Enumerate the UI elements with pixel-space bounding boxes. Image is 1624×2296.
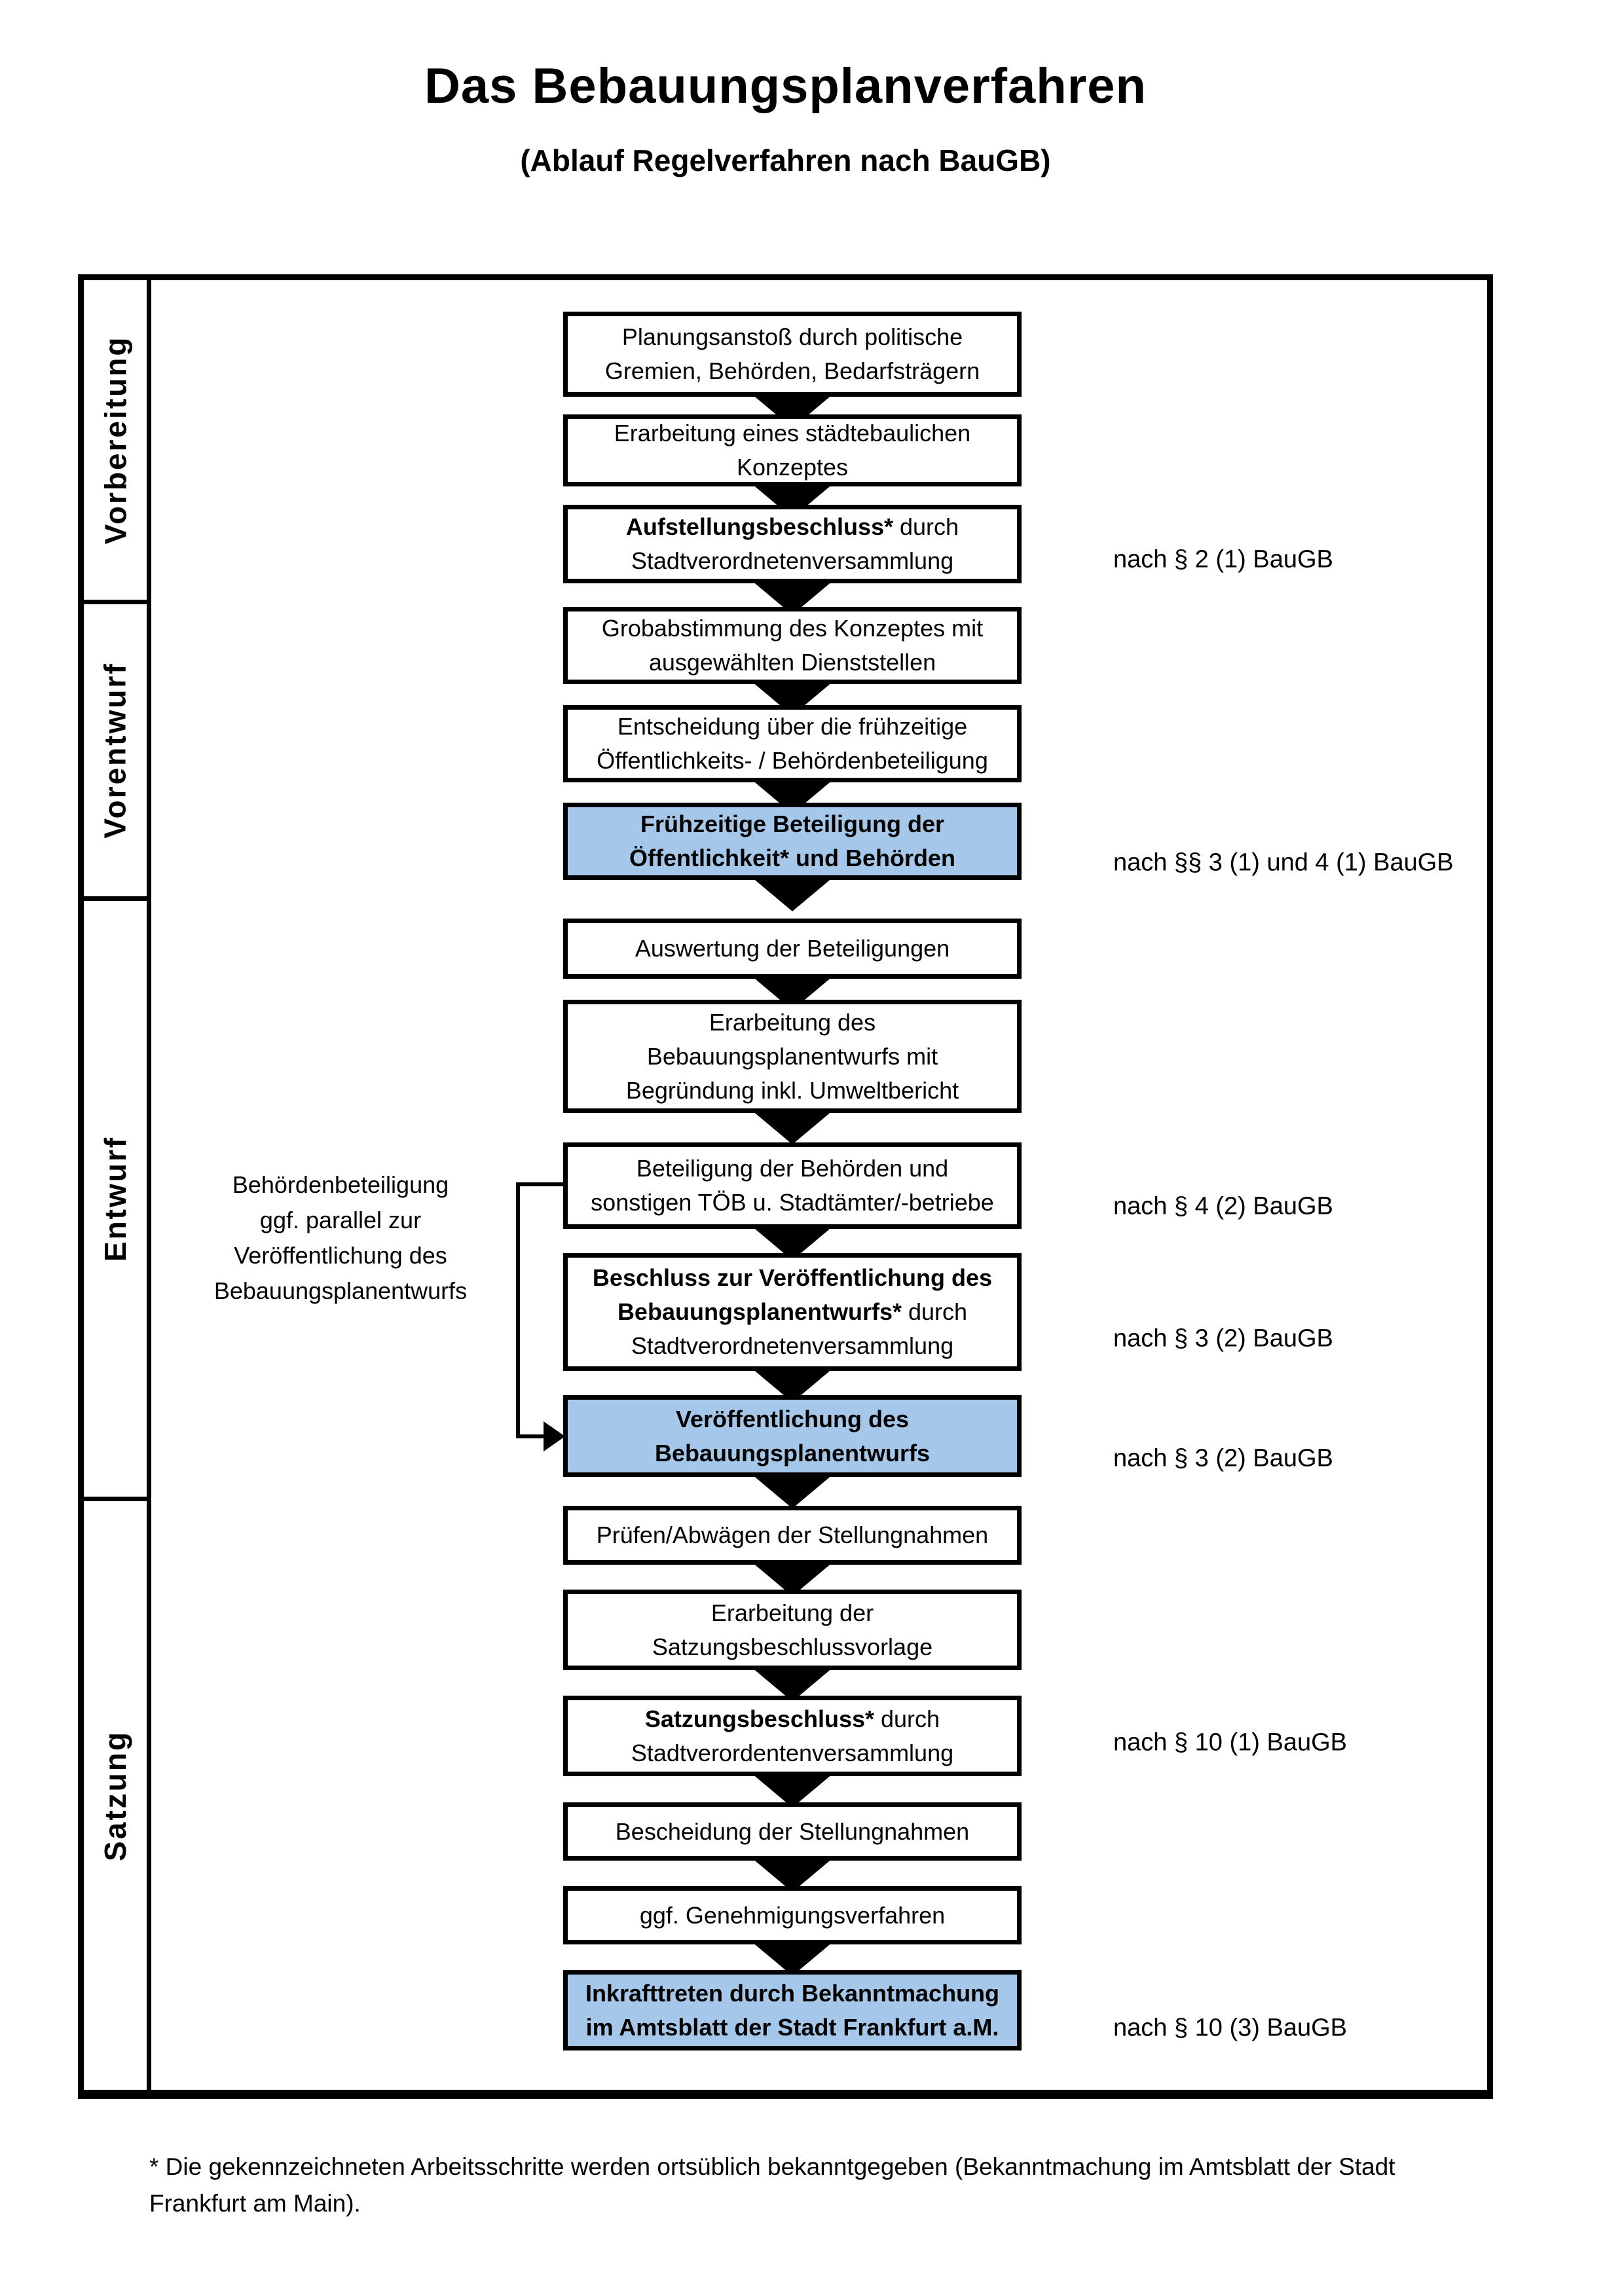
process-box-line: Öffentlichkeits- / Behördenbeteiligung: [597, 747, 988, 774]
process-box-line: Aufstellungsbeschluss* durch: [625, 513, 959, 540]
legal-reference-1: nach § 2 (1) BauGB: [1113, 545, 1333, 574]
page-subtitle: (Ablauf Regelverfahren nach BauGB): [520, 143, 1051, 177]
process-box-7: Auswertung der Beteiligungen: [563, 919, 1022, 979]
footnote: * Die gekennzeichneten Arbeitsschritte w…: [149, 2149, 1498, 2222]
process-box-15: Bescheidung der Stellungnahmen: [563, 1802, 1022, 1861]
process-box-line: Entscheidung über die frühzeitige: [617, 713, 968, 740]
process-box-line: Satzungsbeschluss* durch: [644, 1705, 940, 1732]
connector-arrowhead-icon: [544, 1421, 565, 1451]
process-box-9: Beteiligung der Behörden und sonstigen TÖ…: [563, 1142, 1022, 1229]
process-box-line: Satzungsbeschlussvorlage: [652, 1633, 933, 1660]
process-box-line: ausgewählten Dienststellen: [648, 649, 936, 676]
process-box-line: Auswertung der Beteiligungen: [635, 935, 950, 962]
process-box-12: Prüfen/Abwägen der Stellungnahmen: [563, 1506, 1022, 1565]
phase-label: Vorbereitung: [98, 335, 133, 545]
process-box-line: Erarbeitung eines städtebaulichen: [614, 420, 971, 446]
process-box-line: Bescheidung der Stellungnahmen: [615, 1817, 970, 1845]
phase-label-cell-vorbereitung: Vorbereitung: [84, 280, 147, 604]
footnote-line1: * Die gekennzeichneten Arbeitsschritte w…: [149, 2153, 1395, 2180]
process-box-line: Bebauungsplanentwurfs: [654, 1439, 931, 1467]
process-box-line: sonstigen TÖB u. Stadtämter/-betriebe: [591, 1189, 994, 1216]
connector-horizontal-bottom: [516, 1434, 545, 1438]
legal-reference-6: nach § 10 (1) BauGB: [1113, 1728, 1347, 1757]
footnote-line2: Frankfurt am Main).: [149, 2190, 361, 2217]
legal-reference-3: nach § 4 (2) BauGB: [1113, 1192, 1333, 1220]
process-box-line: Konzeptes: [736, 454, 849, 481]
side-note-line: Veröffentlichung des: [234, 1242, 447, 1269]
process-box-line: ggf. Genehmigungsverfahren: [639, 1901, 946, 1929]
legal-reference-2: nach §§ 3 (1) und 4 (1) BauGB: [1113, 848, 1454, 877]
legal-reference-5: nach § 3 (2) BauGB: [1113, 1444, 1333, 1472]
process-box-line: Begründung inkl. Umweltbericht: [625, 1076, 959, 1104]
phase-label-cell-entwurf: Entwurf: [84, 901, 147, 1501]
legal-reference-4: nach § 3 (2) BauGB: [1113, 1324, 1333, 1353]
process-box-line: Veröffentlichung des: [675, 1405, 910, 1432]
flow-arrow-down-icon: [752, 1474, 833, 1508]
process-box-line: Inkrafttreten durch Bekanntmachung: [585, 1979, 1000, 2007]
flow-arrow-down-icon: [752, 877, 833, 911]
process-box-line: Erarbeitung der: [710, 1599, 874, 1626]
phase-label: Satzung: [98, 1730, 133, 1861]
connector-horizontal-top: [516, 1182, 563, 1186]
legal-reference-7: nach § 10 (3) BauGB: [1113, 2014, 1347, 2042]
process-box-line: Stadtverordentenversammlung: [631, 1739, 954, 1766]
process-box-line: Beteiligung der Behörden und: [636, 1155, 949, 1182]
flow-arrow-down-icon: [752, 1110, 833, 1144]
process-box-16: ggf. Genehmigungsverfahren: [563, 1886, 1022, 1944]
phase-label: Entwurf: [98, 1135, 133, 1262]
side-note-line: Bebauungsplanentwurfs: [213, 1277, 468, 1304]
phase-label-cell-satzung: Satzung: [84, 1501, 147, 2090]
phase-label: Vorentwurf: [98, 662, 132, 839]
process-box-line: Erarbeitung des: [709, 1008, 876, 1036]
process-box-line: Planungsanstoß durch politische: [621, 323, 963, 350]
flow-arrow-down-icon: [752, 1774, 833, 1808]
process-box-line: Grobabstimmung des Konzeptes mit: [601, 615, 984, 642]
process-box-line: Gremien, Behörden, Bedarfsträgern: [604, 357, 980, 384]
process-box-line: im Amtsblatt der Stadt Frankfurt a.M.: [585, 2013, 999, 2041]
process-box-line: Stadtverordnetenversammlung: [631, 547, 954, 574]
page-title: Das Bebauungsplanverfahren: [424, 58, 1147, 114]
process-box-line: Prüfen/Abwägen der Stellungnahmen: [596, 1522, 989, 1548]
process-box-line: Bebauungsplanentwurfs mit: [646, 1042, 938, 1070]
process-box-line: Beschluss zur Veröffentlichung des: [592, 1264, 993, 1291]
process-box-line: Frühzeitige Beteiligung der: [640, 811, 945, 837]
phase-label-cell-vorentwurf: Vorentwurf: [84, 604, 147, 901]
side-note-line: ggf. parallel zur: [259, 1207, 422, 1233]
process-box-line: Stadtverordnetenversammlung: [631, 1332, 954, 1359]
process-box-4: Grobabstimmung des Konzeptes mit ausgewäh…: [563, 607, 1022, 684]
side-note-line: Behördenbeteiligung: [232, 1171, 449, 1198]
connector-vertical: [516, 1182, 520, 1438]
process-box-line: Öffentlichkeit* und Behörden: [629, 845, 956, 871]
process-box-17: Inkrafttreten durch Bekanntmachung im Amt…: [563, 1970, 1022, 2050]
process-box-line: Bebauungsplanentwurfs* durch: [617, 1298, 968, 1325]
